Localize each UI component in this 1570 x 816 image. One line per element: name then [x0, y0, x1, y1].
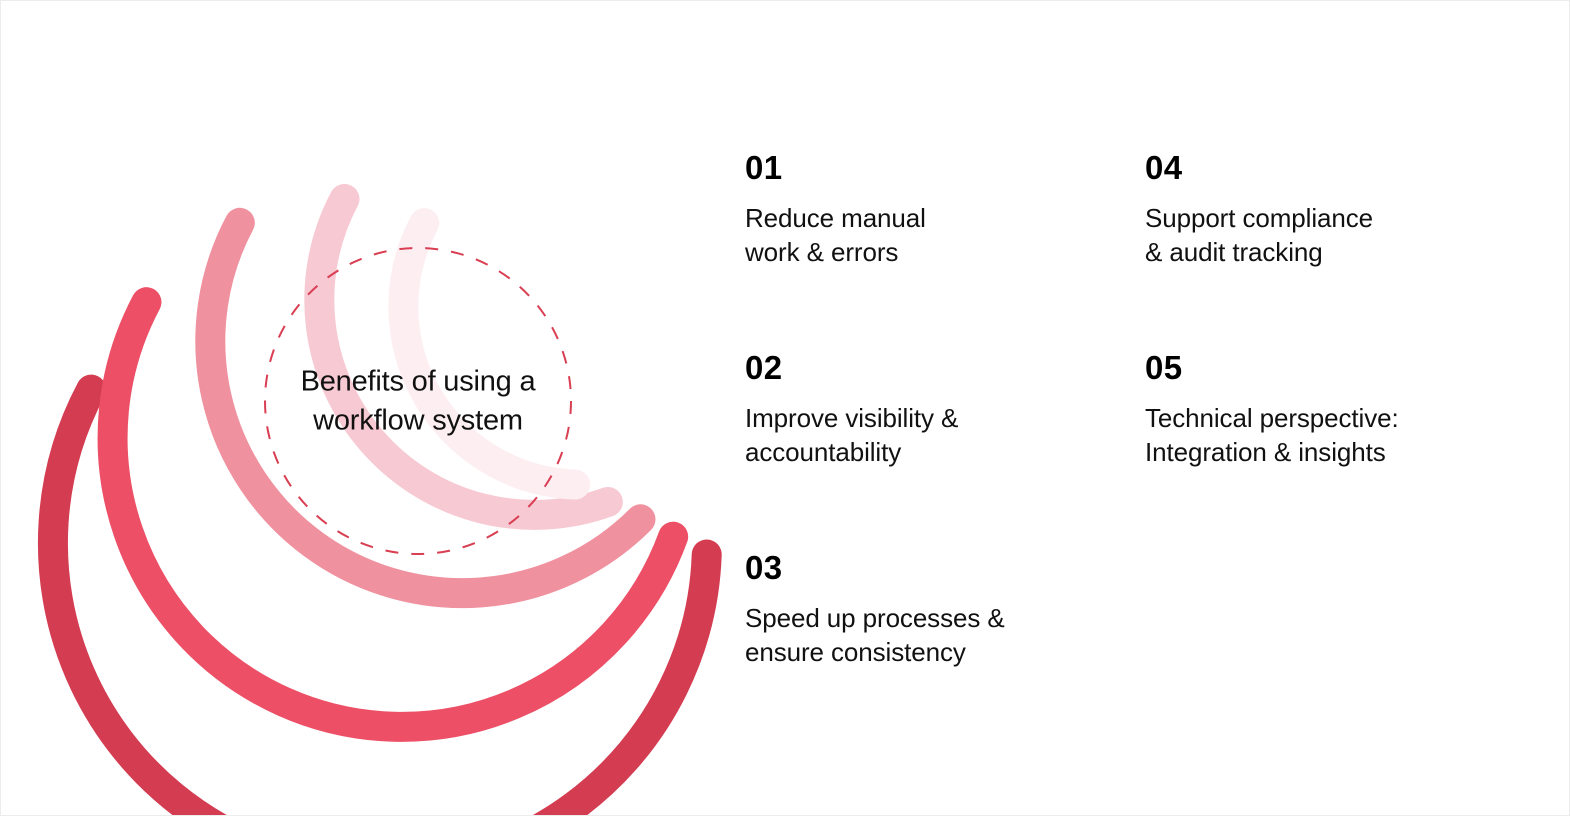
arc-svg [37, 183, 722, 815]
benefit-item-04: 04 Support compliance & audit tracking [1145, 151, 1525, 270]
benefit-text-01: Reduce manual work & errors [745, 201, 1125, 270]
benefit-item-03: 03 Speed up processes & ensure consisten… [745, 551, 1125, 670]
ring-4 [304, 183, 623, 530]
benefit-number-01: 01 [745, 149, 783, 186]
benefit-item-01: 01 Reduce manual work & errors [745, 151, 1125, 270]
ring-inner-5 [388, 208, 591, 500]
benefit-text-02-line-1: Improve visibility & [745, 403, 959, 433]
benefit-text-01-line-1: Reduce manual [745, 203, 926, 233]
ring-outer-1 [37, 374, 722, 815]
benefit-item-02: 02 Improve visibility & accountability [745, 351, 1125, 470]
benefit-text-04-line-1: Support compliance [1145, 203, 1373, 233]
benefits-list: 01 Reduce manual work & errors 02 Improv… [745, 151, 1545, 711]
benefit-text-03: Speed up processes & ensure consistency [745, 601, 1125, 670]
benefit-text-02-line-2: accountability [745, 437, 902, 468]
benefit-number-04: 04 [1145, 149, 1183, 186]
benefit-item-05: 05 Technical perspective: Integration & … [1145, 351, 1525, 470]
benefit-text-04-line-2: & audit tracking [1145, 237, 1323, 268]
dashed-inner-circle [264, 247, 572, 555]
ring-2 [97, 287, 689, 742]
benefit-text-05: Technical perspective: Integration & ins… [1145, 401, 1525, 470]
benefit-text-02: Improve visibility & accountability [745, 401, 1125, 470]
benefit-text-05-line-2: Integration & insights [1145, 437, 1386, 468]
benefit-number-03: 03 [745, 549, 783, 586]
ring-3 [195, 207, 656, 609]
benefit-text-01-line-2: work & errors [745, 237, 899, 268]
benefit-text-05-line-1: Technical perspective: [1145, 403, 1399, 433]
benefit-number-02: 02 [745, 349, 783, 386]
rings-group [37, 183, 722, 815]
benefit-text-03-line-1: Speed up processes & [745, 603, 1005, 633]
concentric-arc-diagram: Benefits of using a workflow system [1, 1, 761, 815]
benefit-text-04: Support compliance & audit tracking [1145, 201, 1525, 270]
benefit-number-05: 05 [1145, 349, 1183, 386]
benefit-text-03-line-2: ensure consistency [745, 637, 966, 668]
